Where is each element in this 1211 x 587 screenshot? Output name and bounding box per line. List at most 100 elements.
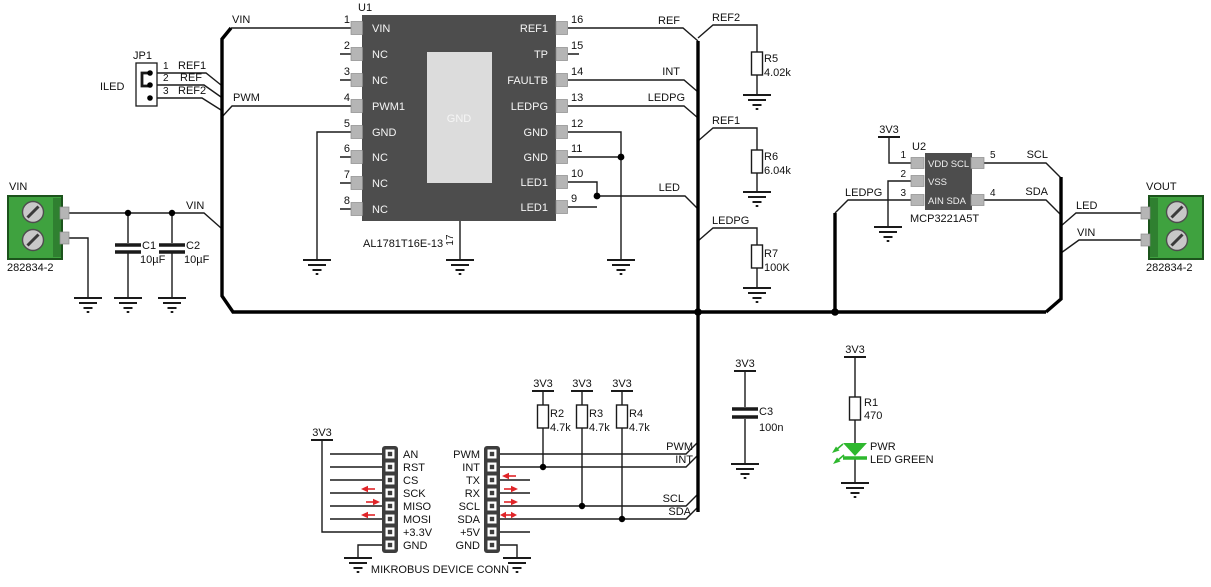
header-pin-icon [487,514,497,524]
pwr-led-type: LED GREEN [870,454,934,466]
u1-pin-name: GND [524,127,549,139]
u1-pin-number: 12 [571,118,583,130]
net-label-int-out: INT [662,66,680,78]
r4-value: 4.7k [629,422,650,434]
net-label-ledpg-branch: LEDPG [712,215,749,227]
u1-pin-name: GND [524,152,549,164]
net-label-ledpg-out: LEDPG [648,92,685,104]
arrow-left-icon [360,510,376,520]
c1-ref: C1 [142,240,156,252]
u1-pin-name: NC [372,49,388,61]
mikrobus-pin-label-gnd-left: GND [403,540,428,552]
u1-pin-name: NC [372,75,388,87]
u2-chip: U2 MCP3221A5T VDD SCL VSS AIN SDA 1 2 3 … [900,141,996,225]
r2-ref: R2 [550,408,564,420]
c3-ref: C3 [759,406,773,418]
header-pin-icon [385,488,395,498]
u2-pin-number: 3 [900,188,906,199]
arrow-right-icon [503,497,519,507]
vout-conn-part: 282834-2 [1146,262,1193,274]
u1-pin-name: GND [372,127,397,139]
u1-pin-name: TP [534,49,548,61]
u2-pin-number: 1 [900,150,906,161]
ground-icon [73,297,103,313]
mikrobus-pin-label-mosi: MOSI [403,514,431,526]
capacitor-c3: C3 100n [732,406,783,434]
mikrobus-title: MIKROBUS DEVICE CONN [371,564,509,576]
net-label-led-vout: LED [1076,200,1097,212]
mikrobus-pin-label-miso: MISO [403,501,432,513]
mikrobus-pin-label-an: AN [403,449,418,461]
resistor-r1: R1 470 [848,396,882,422]
u1-pin-name: FAULTB [507,75,548,87]
ground-icon [606,259,636,275]
power-3v3-label: 3V3 [533,378,553,390]
header-pin-icon [385,449,395,459]
u1-pin-name: LEDPG [511,101,548,113]
jp1-jumper: JP1 ILED 1 2 3 REF1 REF REF2 [100,50,206,107]
header-pin-icon [487,475,497,485]
mikrobus-pin-label-rst: RST [403,462,425,474]
ground-icon [445,259,475,275]
power-3v3-label: 3V3 [312,427,332,439]
net-label-ref2: REF2 [178,85,206,97]
u2-pin-number: 2 [900,169,906,180]
ground-icon [113,297,143,313]
arrow-both-icon [499,510,518,520]
net-label-ref1: REF1 [178,60,206,72]
jp1-pin-number: 1 [163,61,169,72]
ground-icon [873,226,903,242]
power-led: PWR LED GREEN [832,441,934,466]
net-label-ref2-branch: REF2 [712,12,740,24]
jp1-side-label: ILED [100,81,125,93]
r6-ref: R6 [764,151,778,163]
u1-pin-name: REF1 [520,23,548,35]
u1-pin-number: 13 [571,92,583,104]
vout-conn-title: VOUT [1146,181,1177,193]
mikrobus-pin-label-rx: RX [465,488,481,500]
net-label-sda-bus: SDA [668,506,691,518]
r3-value: 4.7k [589,422,610,434]
ground-icon [302,259,332,275]
r1-value: 470 [864,410,882,422]
screw-icon [1165,200,1189,224]
u1-pad-label: GND [447,113,472,125]
mikrobus-connector: AN RST CS SCK MISO MOSI +3.3V GND PWM IN… [360,446,519,576]
power-3v3-label: 3V3 [572,378,592,390]
net-label-pwm: PWM [233,92,260,104]
jp1-pin-number: 2 [163,73,169,84]
net-label-sda-u2: SDA [1025,186,1048,198]
header-pin-icon [487,540,497,550]
junction-dots [124,153,839,523]
resistor-r5: R5 4.02k [750,51,791,79]
capacitor-c2: C2 10µF [159,240,210,266]
screw-icon [21,228,45,252]
header-pin-icon [385,462,395,472]
mikrobus-pin-label-scl: SCL [459,501,480,513]
ground-icon [742,287,772,303]
ground-icon [343,557,373,573]
mikrobus-pin-label-int: INT [462,462,480,474]
u1-pin-number: 11 [571,143,582,155]
resistor-r3: R3 4.7k [575,404,610,434]
arrow-right-icon [503,484,519,494]
bus-lines [220,26,1063,512]
u1-pin-number: 16 [571,14,583,26]
net-label-pwm-bus: PWM [666,441,693,453]
u1-pin-number: 14 [571,66,583,78]
vout-terminal-block: VOUT 282834-2 [1140,181,1204,274]
c2-ref: C2 [186,240,200,252]
header-pin-icon [487,449,497,459]
net-label-int-bus: INT [675,454,693,466]
u1-pin-number: 15 [571,40,583,52]
r4-ref: R4 [629,408,643,420]
net-label-scl-u2: SCL [1027,149,1048,161]
mikrobus-pin-label-sda: SDA [457,514,480,526]
net-label-ref1-branch: REF1 [712,115,740,127]
ground-icon [742,191,772,207]
u1-pin-number: 10 [571,168,583,180]
u1-pin-number: 5 [344,118,350,130]
net-label-ref: REF [180,72,202,84]
capacitor-c1: C1 10µF [115,240,166,266]
